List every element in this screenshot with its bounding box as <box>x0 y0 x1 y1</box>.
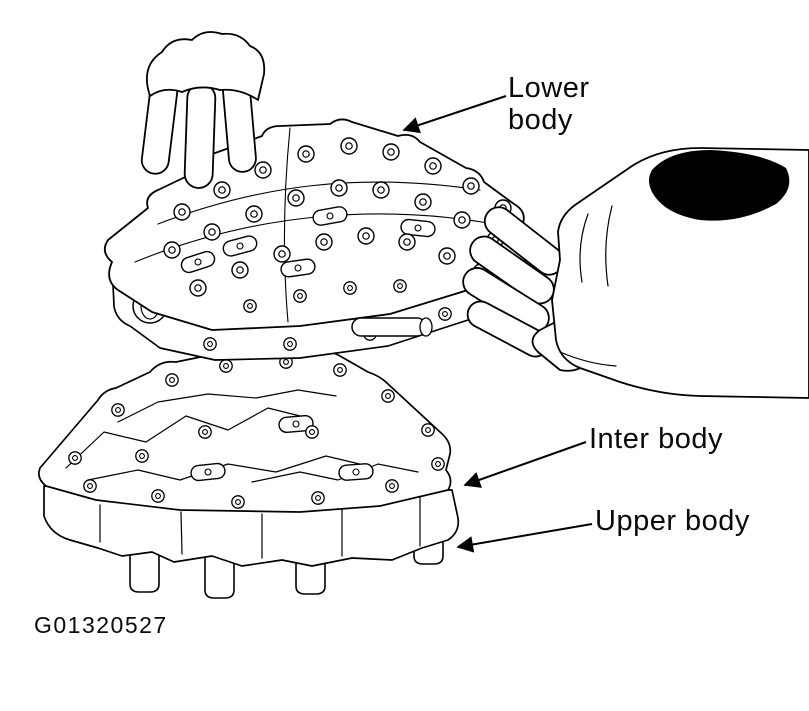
hand-crease <box>605 205 613 287</box>
upper-body-arrow <box>456 523 593 553</box>
right-hand <box>462 147 809 399</box>
label-lower-body-line2: body <box>508 104 573 137</box>
palm <box>146 31 266 101</box>
finger <box>183 83 217 189</box>
wall-seam <box>180 511 183 555</box>
gasket-line <box>157 181 481 225</box>
figure-code: G01320527 <box>34 612 168 638</box>
inter-body-part <box>38 347 452 513</box>
oil-channel <box>87 455 369 481</box>
upper-body-foot <box>204 553 235 599</box>
hand-crease <box>559 351 617 367</box>
label-lower-body: Lower body <box>508 72 590 137</box>
hand-crease <box>579 213 589 283</box>
inter-body-arrow <box>463 441 587 488</box>
upper-body-foot <box>129 547 160 593</box>
pointer-arrows <box>402 95 593 553</box>
lower-body-arrow <box>402 95 507 134</box>
oil-channel <box>117 389 337 423</box>
oil-channel <box>65 407 301 469</box>
sleeve-shadow <box>649 150 790 221</box>
label-upper-body: Upper body <box>595 505 750 537</box>
top-hand <box>140 31 266 189</box>
label-lower-body-line1: Lower <box>508 72 590 104</box>
label-inter-body: Inter body <box>589 423 723 455</box>
locating-pin <box>351 317 433 337</box>
casting-seam <box>283 127 291 323</box>
oil-channel <box>251 463 419 483</box>
